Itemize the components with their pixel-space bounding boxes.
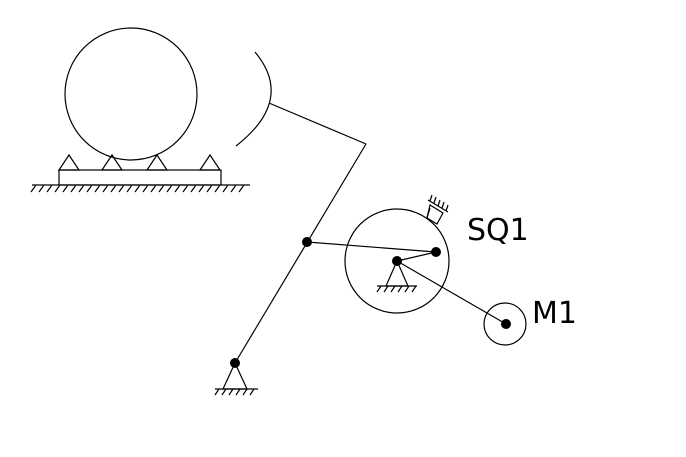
bottom-fixed-pivot bbox=[214, 358, 258, 396]
cam-crank bbox=[396, 251, 437, 262]
pusher-arc bbox=[235, 51, 272, 147]
base-ground bbox=[30, 184, 250, 193]
limit-switch bbox=[426, 194, 449, 225]
cam-pin bbox=[431, 247, 441, 257]
motor-label: M1 bbox=[532, 296, 577, 331]
platform-cleats bbox=[57, 153, 222, 171]
motor-circle bbox=[483, 302, 527, 346]
conveyor-platform bbox=[58, 169, 222, 186]
connecting-rod bbox=[306, 241, 437, 253]
cam-disc bbox=[344, 208, 450, 314]
cam-fixed-pivot bbox=[376, 256, 417, 293]
drive-belt bbox=[396, 260, 507, 325]
lever-joint bbox=[302, 237, 312, 247]
pusher-lever bbox=[234, 102, 367, 364]
workpiece-circle bbox=[64, 27, 198, 161]
motor-shaft bbox=[501, 319, 511, 329]
switch-label: SQ1 bbox=[467, 213, 529, 248]
